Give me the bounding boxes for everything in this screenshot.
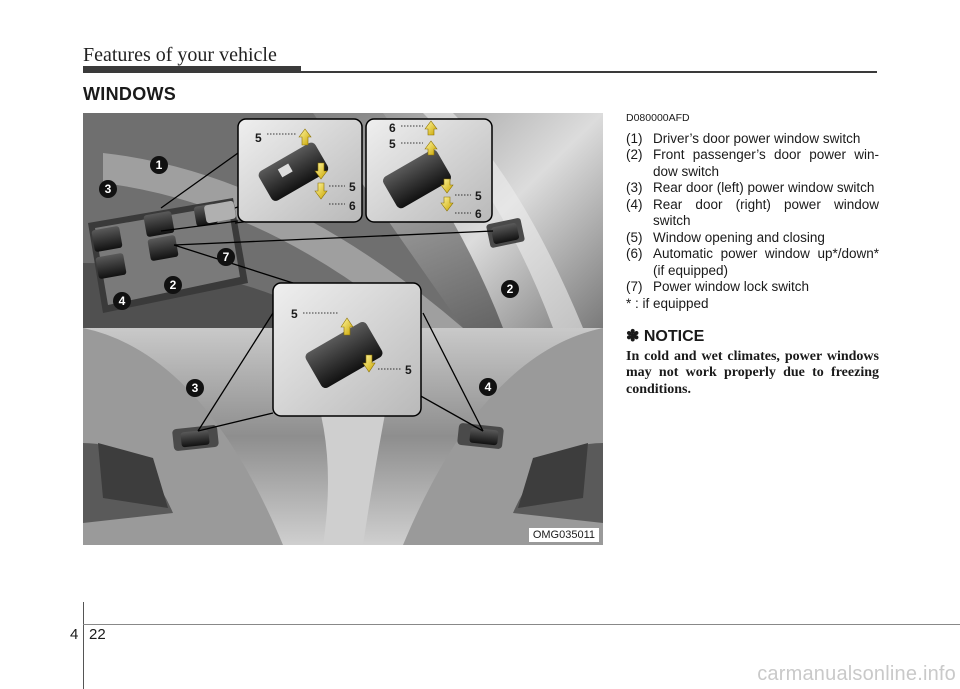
figure-caption: OMG035011 (528, 528, 599, 542)
inset-label-5: 5 (405, 363, 412, 377)
list-item: (6)Automatic power window up*/down* (if … (626, 246, 879, 278)
content-column: D080000AFD (1)Driver’s door power window… (626, 110, 879, 398)
legend-list: (1)Driver’s door power window switch (2)… (626, 131, 879, 296)
inset-label-6: 6 (475, 207, 482, 221)
figure-illustration (83, 113, 603, 545)
callout-2: 2 (164, 276, 182, 294)
watermark: carmanualsonline.info (757, 663, 956, 685)
list-item: (3)Rear door (left) power window switch (626, 180, 875, 195)
chapter-number: 4 (70, 626, 79, 643)
list-item: (2)Front passenger’s door power win-dow … (626, 147, 879, 179)
footer-divider-horizontal (83, 624, 960, 625)
page-number: 22 (89, 626, 106, 643)
inset-label-5: 5 (475, 189, 482, 203)
callout-3: 3 (186, 379, 204, 397)
inset-label-5: 5 (349, 180, 356, 194)
callout-2: 2 (501, 280, 519, 298)
header-rule (83, 71, 877, 73)
notice-body: In cold and wet climates, power windows … (626, 348, 879, 397)
inset-label-5: 5 (255, 131, 262, 145)
inset-label-6: 6 (389, 121, 396, 135)
section-heading: WINDOWS (83, 84, 177, 104)
callout-7: 7 (217, 248, 235, 266)
footer-divider-vertical (83, 602, 84, 689)
inset-label-6: 6 (349, 199, 356, 213)
list-item: (4)Rear door (right) power window switch (626, 196, 879, 229)
callout-4: 4 (479, 378, 497, 396)
window-switch-figure: 5 5 6 6 5 5 6 5 5 1 2 3 4 7 2 3 4 OMG035… (83, 113, 603, 545)
callout-1: 1 (150, 156, 168, 174)
footnote: * : if equipped (626, 295, 709, 311)
page-header-title: Features of your vehicle (83, 44, 277, 66)
notice-heading: ✽ NOTICE (626, 328, 705, 345)
callout-4: 4 (113, 292, 131, 310)
reference-code: D080000AFD (626, 112, 690, 124)
inset-label-5: 5 (389, 137, 396, 151)
inset-label-5: 5 (291, 307, 298, 321)
list-item: (5)Window opening and closing (626, 229, 825, 245)
callout-3: 3 (99, 180, 117, 198)
header-bar (83, 66, 301, 73)
list-item: (7)Power window lock switch (626, 279, 810, 294)
list-item: (1)Driver’s door power window switch (626, 130, 861, 146)
